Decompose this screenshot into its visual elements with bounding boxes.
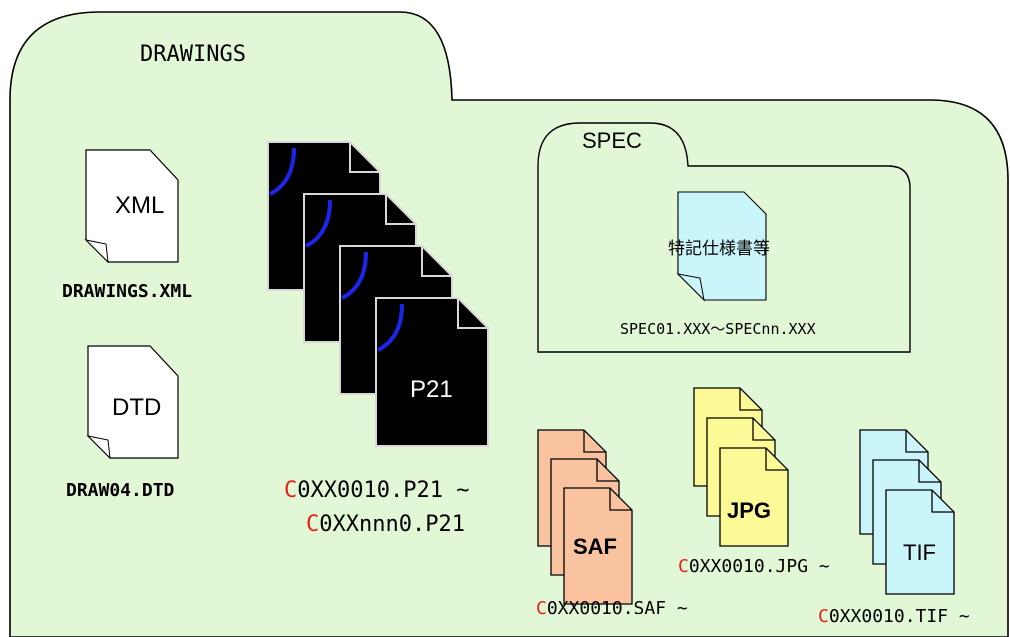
p21-caption-prefix: C (306, 512, 320, 537)
spec-folder-title: SPEC (582, 128, 642, 153)
p21-file-stack (267, 141, 489, 447)
p21-icon-label: P21 (410, 376, 453, 403)
jpg-file-caption: C0XX0010.JPG ~ (678, 556, 830, 577)
dtd-file-caption: DRAW04.DTD (66, 480, 175, 501)
tif-caption-prefix: C (818, 606, 829, 627)
p21-caption-line2-rest: 0XXnnn0.P21 (319, 512, 465, 537)
saf-caption-rest: 0XX0010.SAF ~ (546, 598, 688, 619)
p21-caption-line2: C0XXnnn0.P21 (306, 512, 465, 537)
p21-caption-prefix: C (284, 478, 298, 503)
dtd-icon-label: DTD (112, 394, 162, 421)
saf-icon-label: SAF (573, 534, 617, 559)
jpg-page (719, 447, 789, 547)
xml-file-icon (84, 149, 179, 264)
spec-document-icon (676, 191, 767, 302)
tif-file-caption: C0XX0010.TIF ~ (818, 606, 970, 627)
saf-file-stack (537, 429, 633, 605)
spec-file-caption: SPEC01.XXX～SPECnn.XXX (620, 320, 816, 338)
p21-caption-line1: C0XX0010.P21 ~ (284, 478, 469, 503)
jpg-icon-label: JPG (727, 498, 772, 523)
jpg-file-stack (693, 387, 789, 547)
jpg-caption-prefix: C (678, 556, 689, 577)
p21-caption-line1-rest: 0XX0010.P21 ~ (297, 478, 470, 503)
xml-icon-label: XML (115, 192, 165, 219)
tif-icon-label: TIF (903, 540, 936, 565)
spec-document-label: 特記仕様書等 (668, 239, 770, 258)
dtd-file-icon (86, 345, 179, 460)
drawings-folder-title: DRAWINGS (140, 42, 246, 67)
p21-page (375, 297, 489, 447)
saf-page (563, 487, 633, 605)
tif-page (885, 489, 955, 595)
tif-file-stack (859, 429, 955, 595)
saf-caption-prefix: C (536, 598, 547, 619)
jpg-caption-rest: 0XX0010.JPG ~ (688, 556, 830, 577)
tif-caption-rest: 0XX0010.TIF ~ (828, 606, 970, 627)
saf-file-caption: C0XX0010.SAF ~ (536, 598, 688, 619)
xml-file-caption: DRAWINGS.XML (62, 281, 193, 302)
